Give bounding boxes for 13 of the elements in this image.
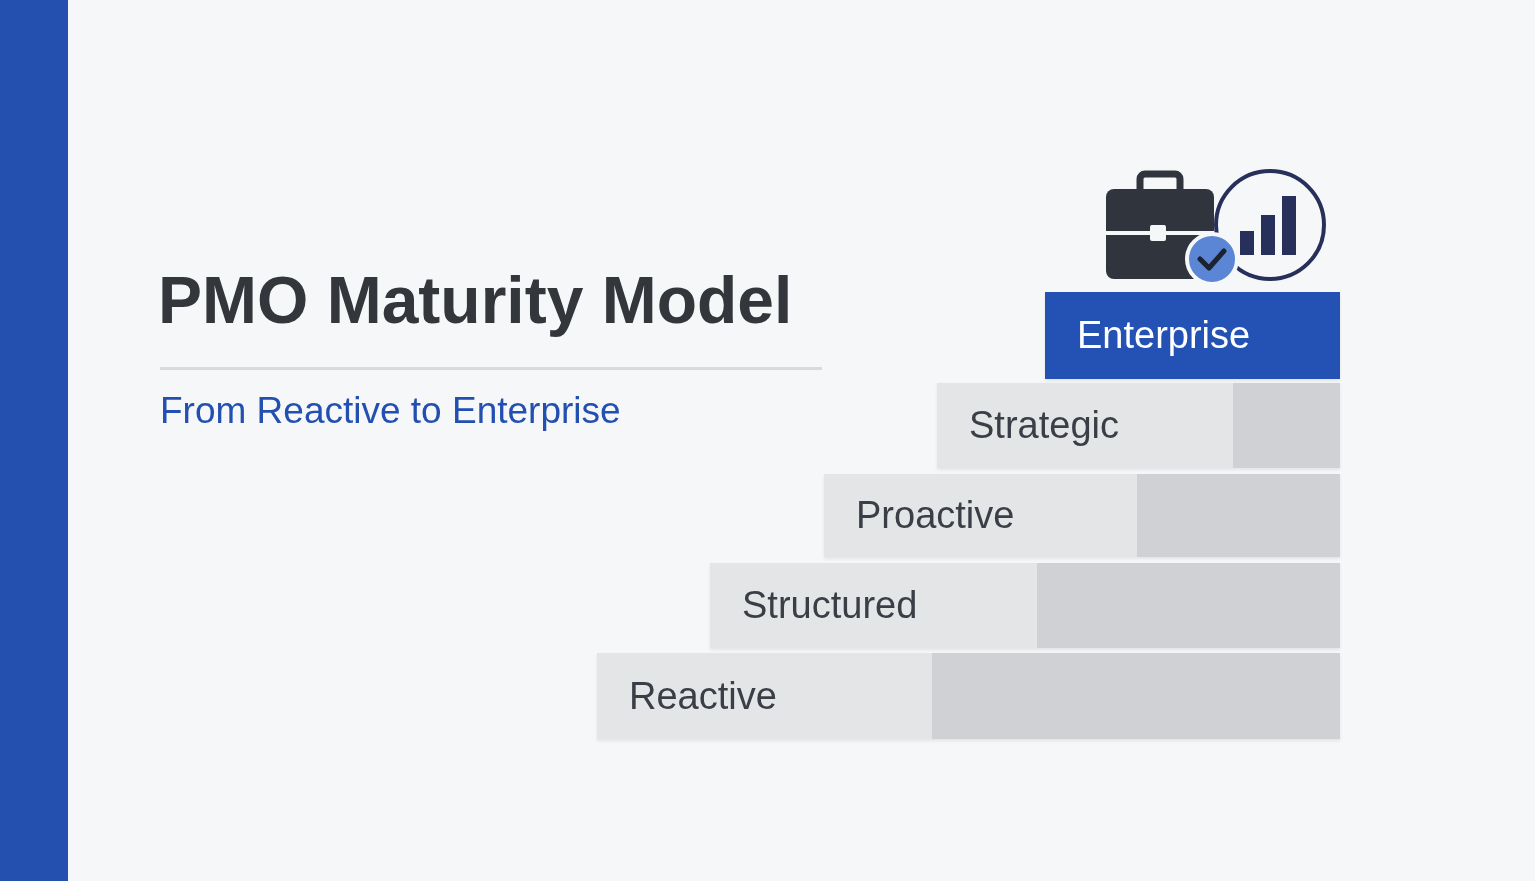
- side-bar: [0, 0, 68, 881]
- step-label: Enterprise: [1076, 314, 1251, 357]
- subtitle: From Reactive to Enterprise: [160, 390, 621, 432]
- step-label: Strategic: [968, 404, 1119, 447]
- step-block: [937, 383, 1340, 468]
- step-label: Reactive: [628, 674, 777, 718]
- step-block: [597, 653, 1340, 739]
- step-block: [824, 474, 1340, 557]
- top-step: [1045, 292, 1340, 379]
- step-block: [710, 563, 1340, 648]
- step-label: Structured: [741, 584, 918, 627]
- title: PMO Maturity Model: [158, 262, 793, 338]
- step-label: Proactive: [855, 494, 1015, 537]
